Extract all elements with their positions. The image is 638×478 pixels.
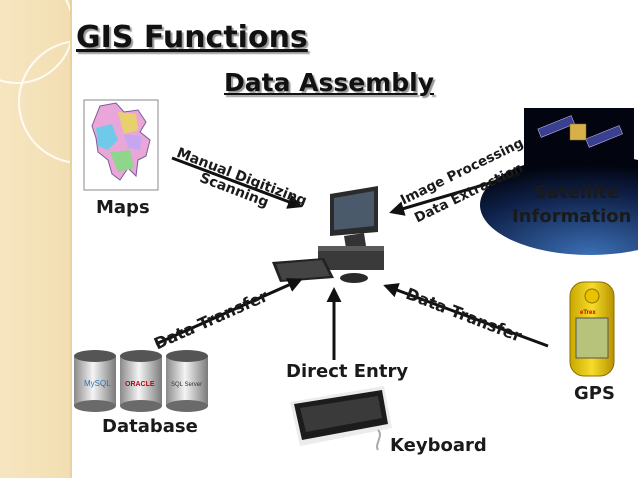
map-image — [83, 99, 159, 191]
gps-image — [569, 281, 615, 377]
maps-label: Maps — [96, 197, 150, 218]
page-title: GIS Functions — [76, 20, 308, 55]
satellite-image — [480, 108, 638, 255]
mysql-logo: MySQL — [84, 379, 111, 388]
gps-label: GPS — [574, 383, 615, 404]
oracle-logo: ORACLE — [125, 381, 155, 388]
keyboard-label: Keyboard — [390, 435, 487, 456]
stripe-border — [70, 0, 72, 478]
database-image — [74, 350, 208, 412]
sqlserver-logo: SQL Server — [171, 382, 202, 388]
gps-brand-logo: eTrex — [580, 310, 596, 316]
decorative-side-stripe — [0, 0, 142, 478]
arrow-database-to-computer — [155, 278, 303, 346]
direct-entry-label: Direct Entry — [286, 361, 409, 382]
arrow-gps-to-computer — [383, 283, 549, 348]
arrow-maps-to-computer — [171, 156, 303, 209]
arrow-satellite-to-computer — [389, 172, 521, 216]
page-subtitle: Data Assembly — [224, 68, 435, 97]
satellite-label-line2: Information — [512, 206, 632, 227]
computer-image — [272, 186, 384, 283]
satellite-label-line1: Satellite — [534, 182, 620, 203]
keyboard-image — [290, 386, 392, 451]
database-label: Database — [102, 416, 198, 437]
